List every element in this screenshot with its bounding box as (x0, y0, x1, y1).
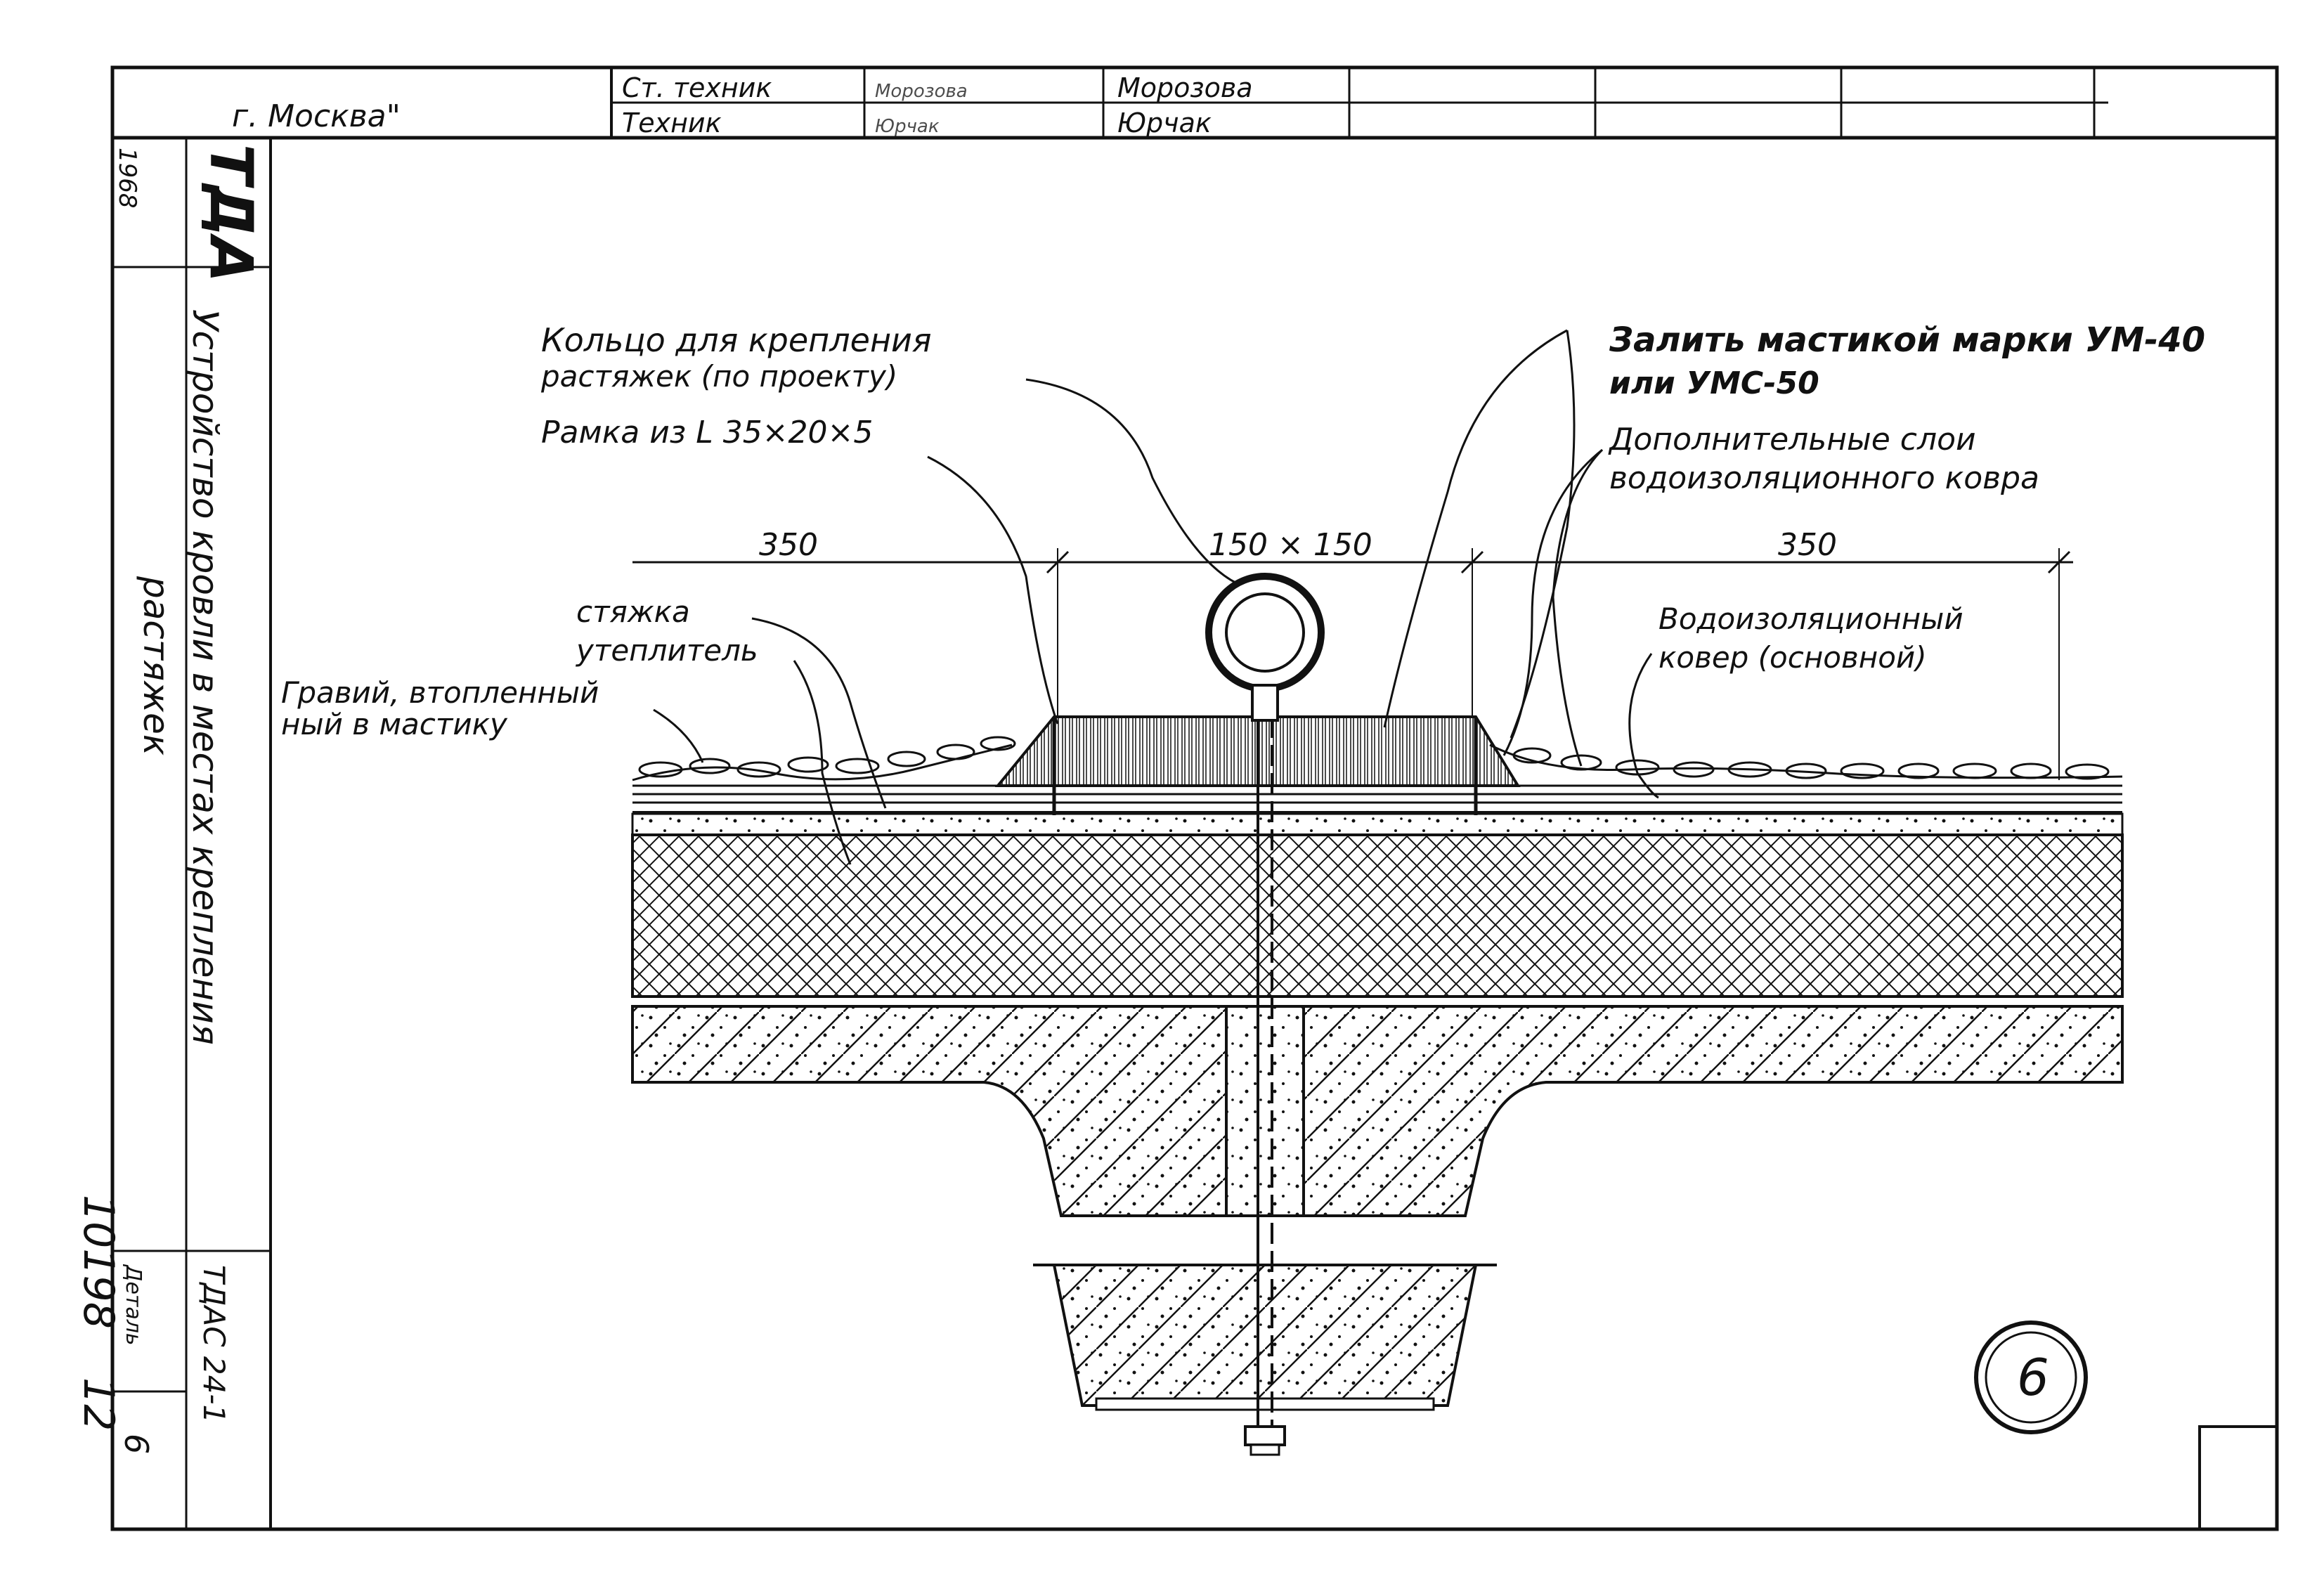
callout-extra-layers-line1: Дополнительные слои (1608, 422, 1976, 457)
callout-ring-line1: Кольцо для крепления (541, 321, 932, 359)
callout-ring-line2: растяжек (по проекту) (540, 359, 897, 394)
leader-lines (653, 329, 1659, 865)
document-code: ТДАС 24-1 (197, 1265, 231, 1423)
insulation-layer (631, 833, 2124, 998)
title-block: г. Москва" Ст. техник Морозова Морозова … (74, 65, 2279, 1531)
callout-mastic-line1: Залить мастикой марки УМ-40 (1609, 320, 2205, 360)
anchor-rod (1244, 717, 1286, 1456)
callout-insulation: утеплитель (575, 633, 758, 668)
role-technician: Техник (622, 108, 722, 138)
callout-waterproof-line2: ковер (основной) (1658, 640, 1927, 675)
callout-waterproof-line1: Водоизоляционный (1658, 602, 1963, 636)
sheet-title-line2: растяжек (136, 576, 176, 755)
callout-frame: Рамка из L 35×20×5 (541, 415, 873, 450)
detail-marker: 6 (1974, 1320, 2088, 1434)
gravel-layer (632, 736, 2123, 781)
sheet-frame (110, 65, 2279, 1531)
role-senior-technician: Ст. техник (622, 72, 772, 103)
year-label: 1968 (113, 148, 141, 209)
signature-1: Морозова (875, 81, 968, 102)
detail-marker-number: 6 (2017, 1348, 2049, 1407)
screed-layer (631, 812, 2124, 836)
detail-number: 6 (117, 1434, 155, 1454)
name-2: Юрчак (1117, 108, 1212, 138)
city-label: г. Москва" (232, 98, 401, 134)
page-number: 12 (74, 1377, 123, 1431)
callout-mastic-line2: или УМС-50 (1609, 365, 1819, 401)
anchor-ring-icon (1205, 573, 1325, 722)
name-1: Морозова (1117, 72, 1253, 103)
waterproof-carpet (632, 784, 2122, 814)
callout-screed: стяжка (576, 595, 690, 629)
callout-gravel-line2: ный в мастику (281, 707, 508, 741)
dimension-center: 150 × 150 (1209, 527, 1372, 563)
org-logo: ТДА (197, 144, 266, 283)
callout-gravel-line1: Гравий, втопленный (281, 675, 599, 710)
dimension-left: 350 (759, 527, 818, 563)
detail-label: Деталь (121, 1264, 145, 1346)
signature-2: Юрчак (875, 116, 940, 137)
dimension-right: 350 (1778, 527, 1837, 563)
callout-extra-layers-line2: водоизоляционного ковра (1609, 460, 2039, 496)
roof-section (631, 573, 2124, 1456)
callout-labels: Кольцо для крепления растяжек (по проект… (281, 320, 2205, 741)
dimension-lines: 350 150 × 150 350 (632, 527, 2073, 780)
anchor-plate (1095, 1397, 1435, 1411)
sheet-title-line1: Устройство кровли в местах крепления (185, 309, 226, 1045)
archive-number: 10198 (74, 1195, 123, 1329)
mastic-cap (994, 715, 1521, 787)
